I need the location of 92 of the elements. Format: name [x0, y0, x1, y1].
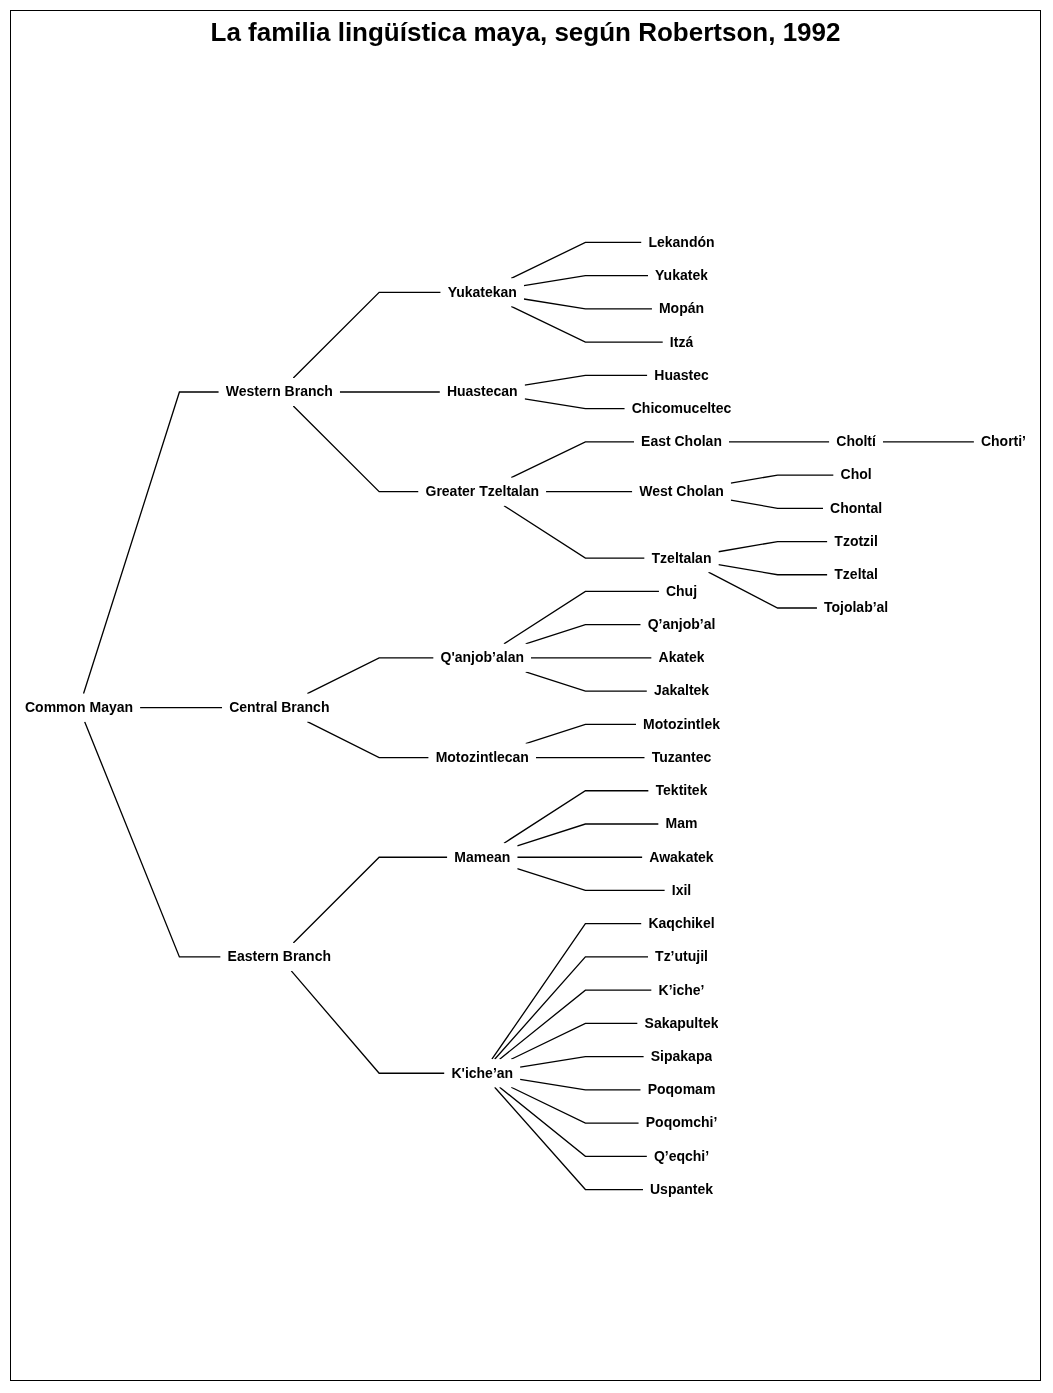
- connector: [882, 441, 975, 443]
- connector: [292, 291, 442, 379]
- node-text: Awakatek: [649, 849, 714, 865]
- node-text: Poqomchi’: [645, 1115, 718, 1131]
- connector: [491, 923, 643, 1060]
- connector: [717, 563, 828, 576]
- connector: [717, 540, 828, 553]
- connector: [728, 441, 830, 443]
- node-text: Tuzantec: [651, 749, 712, 765]
- connector: [525, 723, 637, 745]
- connector: [503, 590, 660, 645]
- connector: [84, 721, 222, 958]
- connector: [503, 505, 646, 559]
- node-text: Uspantek: [650, 1181, 713, 1197]
- connector: [516, 856, 643, 858]
- node-text: Q’eqchi’: [653, 1148, 710, 1164]
- node-text: Q’anjob’al: [647, 616, 716, 632]
- connector: [290, 970, 446, 1074]
- node-text: Yukatekan: [447, 284, 517, 300]
- connector: [524, 374, 648, 386]
- connector: [535, 756, 646, 759]
- connector: [494, 1086, 644, 1191]
- connector: [525, 671, 648, 692]
- node-text: Chicomuceltec: [631, 400, 732, 416]
- connector: [499, 1086, 648, 1157]
- node-text: Mamean: [454, 849, 511, 865]
- node-text: Central Branch: [229, 699, 330, 715]
- node-text: Chol: [840, 467, 872, 483]
- node-text: Tektitek: [655, 782, 708, 798]
- node-text: Chuj: [665, 583, 698, 599]
- connector: [519, 1078, 642, 1091]
- node-text: Mopán: [658, 301, 705, 316]
- connector: [730, 499, 824, 509]
- connector: [510, 241, 643, 279]
- connector: [499, 989, 653, 1060]
- node-text: K'iche’an: [451, 1065, 514, 1081]
- node-text: Mam: [665, 816, 698, 831]
- node-text: Ixil: [671, 882, 692, 898]
- node-text: Tojolab’al: [823, 600, 889, 615]
- connector: [306, 657, 435, 695]
- connector: [503, 790, 650, 844]
- node-text: Motozintlek: [643, 716, 720, 732]
- connector: [82, 391, 220, 695]
- node-text: Q'anjob’alan: [440, 649, 524, 665]
- connector: [510, 441, 635, 479]
- node-text: Huastec: [654, 367, 709, 383]
- node-text: Poqomam: [647, 1081, 716, 1097]
- node-text: Sakapultek: [644, 1015, 719, 1031]
- node-text: Huastecan: [446, 384, 518, 399]
- node-text: Greater Tzeltalan: [425, 483, 540, 499]
- node-text: Choltí: [836, 433, 876, 449]
- node-text: Lekandón: [648, 234, 715, 250]
- node-text: Sipakapa: [650, 1048, 713, 1064]
- connector: [545, 491, 633, 493]
- connector: [516, 867, 666, 892]
- connector: [525, 623, 642, 645]
- connector: [510, 1086, 640, 1124]
- connector: [519, 1055, 645, 1068]
- connector: [510, 305, 664, 343]
- connector: [306, 721, 430, 759]
- node-text: Common Mayan: [24, 699, 134, 715]
- connector: [292, 405, 420, 493]
- connector: [494, 956, 649, 1060]
- connector: [516, 823, 660, 847]
- node-text: Akatek: [658, 649, 705, 665]
- connector: [730, 474, 835, 484]
- node-text: Tz’utujil: [655, 949, 708, 964]
- diagram-title: La familia lingüística maya, según Robertson, 1992: [210, 17, 841, 48]
- node-text: K’iche’: [658, 982, 705, 998]
- connector: [339, 391, 441, 393]
- node-text: Tzotzil: [834, 533, 878, 549]
- node-text: Chorti’: [980, 433, 1027, 449]
- node-text: Tzeltalan: [651, 550, 712, 566]
- connector: [292, 856, 448, 944]
- node-text: Jakaltek: [653, 683, 710, 699]
- connector: [530, 657, 653, 659]
- connector: [524, 398, 626, 410]
- connector: [523, 298, 653, 310]
- node-text: Itzá: [669, 334, 694, 350]
- node-text: Motozintlecan: [435, 749, 529, 765]
- connector: [139, 707, 223, 709]
- node-text: Eastern Branch: [227, 949, 331, 964]
- node-text: Yukatek: [655, 267, 708, 283]
- connector: [510, 1022, 639, 1060]
- node-text: West Cholan: [639, 483, 724, 499]
- connector: [523, 275, 649, 287]
- node-text: Western Branch: [225, 384, 333, 399]
- node-text: Tzeltal: [834, 566, 878, 582]
- connector: [707, 571, 818, 609]
- node-text: Kaqchikel: [648, 915, 715, 931]
- node-text: East Cholan: [641, 433, 722, 449]
- node-text: Chontal: [830, 500, 883, 516]
